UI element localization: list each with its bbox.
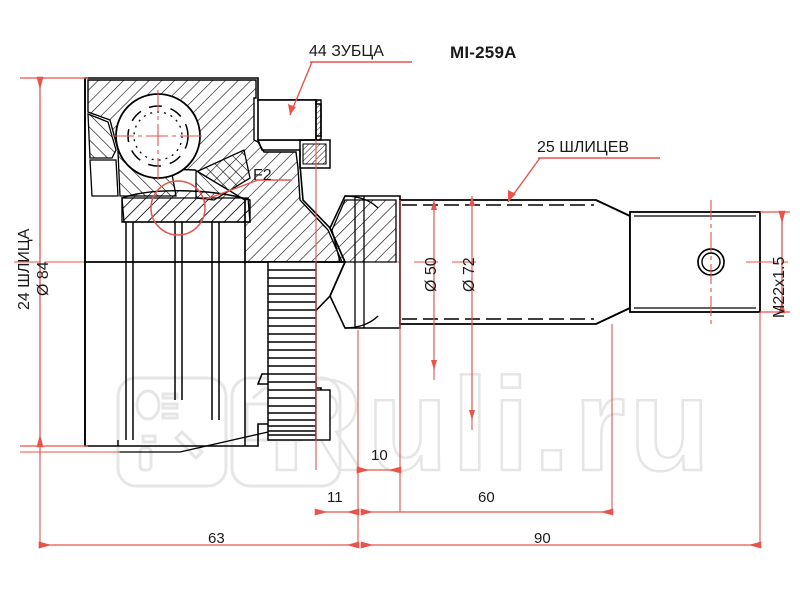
label-outer-diameter: Ø 84 — [35, 261, 52, 296]
dimension-thread — [746, 210, 790, 314]
label-dim-63: 63 — [208, 530, 225, 547]
leader-abs-teeth — [288, 61, 412, 116]
svg-text:Ruli.ru: Ruli.ru — [268, 351, 714, 498]
label-d50: Ø 50 — [423, 257, 440, 292]
label-dim-10: 10 — [371, 447, 388, 464]
detail-f2-marker — [150, 179, 292, 236]
label-dim-60: 60 — [478, 489, 495, 506]
label-d72: Ø 72 — [461, 257, 478, 292]
dimension-outer-diameter — [20, 76, 88, 448]
label-detail-f2: F2 — [253, 167, 272, 184]
dimension-d72 — [452, 196, 476, 420]
label-outer-splines: 24 ШЛИЦА — [16, 228, 33, 310]
leader-tone-ring-lower — [179, 431, 269, 453]
label-thread: M22x1.5 — [771, 256, 788, 318]
label-part-number: MI-259A — [450, 43, 517, 62]
label-dim-11: 11 — [327, 489, 343, 506]
dimension-d50 — [414, 200, 438, 370]
label-dim-90: 90 — [534, 530, 551, 547]
joint-flange — [329, 195, 401, 329]
label-inner-splines: 25 ШЛИЦЕВ — [537, 139, 630, 156]
label-abs-teeth: 44 ЗУБЦА — [309, 43, 384, 60]
watermark: Ruli.ru — [116, 350, 714, 499]
threaded-shaft-end — [629, 200, 761, 326]
leader-inner-splines — [507, 157, 660, 203]
